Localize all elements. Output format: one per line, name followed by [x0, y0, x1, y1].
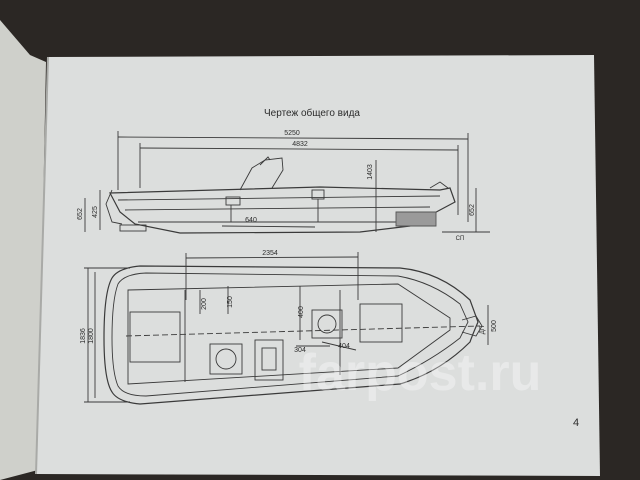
dim-inner-left: 425	[92, 206, 99, 218]
dim-inner-width: 1800	[88, 328, 95, 344]
dim-transom-height: 652	[77, 208, 84, 220]
previous-page-edge	[0, 20, 46, 480]
page-title: Чертеж общего вида	[264, 107, 360, 119]
top-view-drawing	[84, 252, 489, 405]
dim-seat-distance: 640	[245, 217, 257, 224]
dim-500: 500	[491, 320, 498, 332]
dim-404: 404	[338, 343, 350, 350]
dim-200: 200	[201, 298, 208, 310]
page-fold	[35, 56, 49, 475]
dim-overall-width: 1836	[80, 328, 87, 344]
dim-height: 1403	[367, 164, 374, 180]
page-number: 4	[573, 417, 579, 429]
dim-overall-length: 5250	[284, 130, 300, 137]
dim-deck-length: 2354	[262, 250, 278, 257]
side-view-drawing	[84, 131, 490, 234]
side-bow-label: СП	[456, 236, 465, 242]
booklet-page	[36, 55, 600, 476]
dim-150: 150	[227, 296, 234, 308]
watermark: farpost.ru	[299, 344, 542, 402]
dim-bow-height: 652	[469, 204, 476, 216]
top-bow-label: ДП	[480, 326, 486, 334]
dim-hull-length: 4832	[292, 141, 308, 148]
dim-304: 304	[294, 347, 306, 354]
dim-400: 400	[298, 306, 305, 318]
